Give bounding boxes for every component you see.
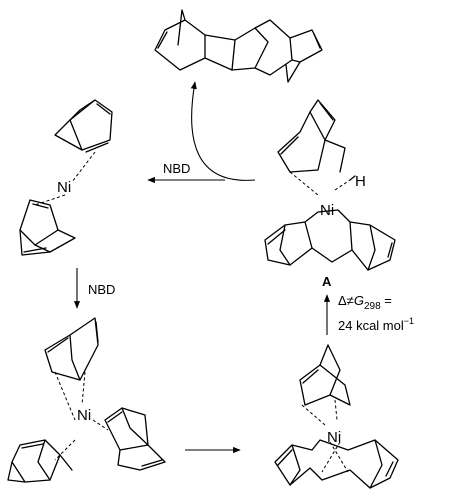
ni-bis-nbd-complex: [19, 99, 113, 256]
ni-tris-nbd-complex: [7, 317, 166, 483]
dimer-product-structure: [154, 9, 323, 83]
nickel-label-bottom-right: Ni: [327, 429, 341, 446]
hydrogen-label: H: [355, 173, 366, 190]
nickel-label-a: Ni: [320, 202, 334, 219]
barrier-value: 24 kcal mol−1: [338, 316, 414, 333]
nickelacycle-nbd-complex: [274, 344, 399, 489]
nickel-label-bottom-left: Ni: [77, 407, 91, 424]
nickel-label-top-left: Ni: [57, 179, 71, 196]
barrier-label: Δ≠G298 =: [338, 293, 392, 312]
arrow-to-product: [190, 81, 256, 181]
intermediate-a-label: A: [322, 274, 332, 289]
intermediate-a-structure: [264, 99, 396, 271]
reagent-nbd-top: NBD: [163, 161, 190, 176]
reagent-nbd-left: NBD: [88, 282, 115, 297]
